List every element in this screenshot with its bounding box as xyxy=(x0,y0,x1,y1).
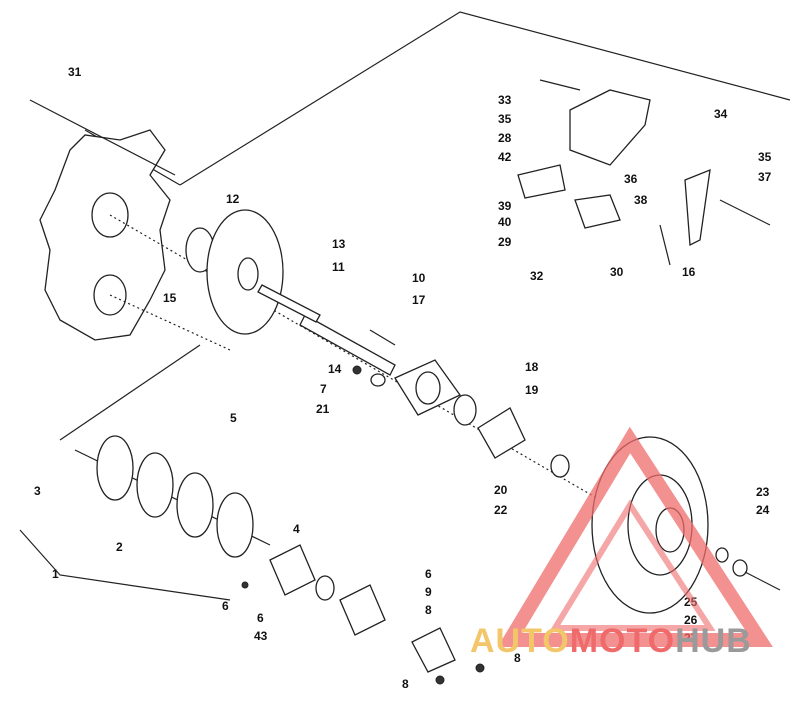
washer-26 xyxy=(715,547,729,563)
label-37-mid: 36 xyxy=(624,172,638,186)
flange-6 xyxy=(339,584,386,636)
label-41: 40 xyxy=(498,215,512,229)
brake-disc-hub xyxy=(237,257,259,291)
bearing-20 xyxy=(453,394,477,426)
label-10: 8 xyxy=(514,651,521,665)
label-27: 25 xyxy=(684,595,698,609)
watermark-text: AUTOMOTOHUB xyxy=(470,622,752,661)
bolt-29 xyxy=(744,571,781,591)
label-18: 16 xyxy=(682,265,696,279)
spring-18 xyxy=(659,224,671,266)
label-34: 32 xyxy=(530,269,544,283)
boundary-line-top xyxy=(179,11,791,186)
label-12: 10 xyxy=(412,271,426,285)
drive-sprocket-3 xyxy=(176,472,214,538)
label-8-lower: 8 xyxy=(402,677,409,691)
upper-axis xyxy=(109,214,601,501)
nut-8-lower xyxy=(435,675,445,685)
label-3: 3 xyxy=(34,484,41,498)
bolt-38 xyxy=(719,199,771,226)
plate-36 xyxy=(684,168,711,247)
lower-axis-left xyxy=(109,294,231,351)
flange-21 xyxy=(477,407,526,459)
label-22: 20 xyxy=(494,483,508,497)
washer-27 xyxy=(732,559,748,577)
caliper-42 xyxy=(517,164,566,199)
label-35-left: 33 xyxy=(498,93,512,107)
bolt-33-shaft xyxy=(29,99,176,176)
label-33: 31 xyxy=(68,65,82,79)
nut-7 xyxy=(241,581,249,589)
label-15: 13 xyxy=(332,237,346,251)
label-25: 23 xyxy=(756,485,770,499)
label-31: 29 xyxy=(498,235,512,249)
washer-24 xyxy=(550,454,570,478)
pin-top xyxy=(539,79,581,91)
label-23: 21 xyxy=(316,402,330,416)
label-6-lower: 6 xyxy=(257,611,264,625)
label-36: 35 xyxy=(758,150,772,164)
label-14: 12 xyxy=(226,192,240,206)
drive-sprocket-1 xyxy=(96,435,134,501)
shaft-12 xyxy=(299,314,396,376)
label-37-top: 35 xyxy=(498,112,512,126)
label-43: 43 xyxy=(254,629,268,643)
label-9: 8 xyxy=(425,603,432,617)
label-1: 1 xyxy=(52,567,59,581)
driven-pulley-hub xyxy=(655,507,685,553)
nut-8-upper xyxy=(352,365,362,375)
flange-9 xyxy=(411,627,456,673)
watermark-auto: AUTO xyxy=(470,622,570,660)
label-35-right: 34 xyxy=(714,107,728,121)
label-24: 22 xyxy=(494,503,508,517)
label-38: 37 xyxy=(758,170,772,184)
caliper-39 xyxy=(574,194,621,229)
label-5: 5 xyxy=(230,411,237,425)
label-40: 39 xyxy=(498,199,512,213)
watermark-moto: MOTO xyxy=(569,622,676,660)
flange-4 xyxy=(269,544,316,596)
label-20: 18 xyxy=(525,360,539,374)
label-17: 15 xyxy=(163,291,177,305)
label-7: 6 xyxy=(222,599,229,613)
bracket-30 xyxy=(569,89,651,166)
label-21: 19 xyxy=(525,383,539,397)
key-19 xyxy=(369,329,396,346)
boundary-line-mid xyxy=(59,344,201,441)
bearing-43 xyxy=(315,575,335,601)
label-6-upper: 6 xyxy=(425,567,432,581)
label-39: 38 xyxy=(634,193,648,207)
nut-10 xyxy=(475,663,485,673)
label-13: 11 xyxy=(332,260,345,274)
label-30: 28 xyxy=(498,131,512,145)
watermark-hub: HUB xyxy=(675,622,752,660)
drive-sprocket-2 xyxy=(136,452,174,518)
label-26: 24 xyxy=(756,503,770,517)
label-19: 17 xyxy=(412,293,426,307)
bearing-housing-bore xyxy=(415,371,441,405)
label-16: 14 xyxy=(328,362,342,376)
drive-sprocket-4 xyxy=(216,492,254,558)
label-8-upper: 7 xyxy=(320,382,327,396)
label-4: 4 xyxy=(293,522,300,536)
shaft-stub xyxy=(257,284,321,323)
label-11: 9 xyxy=(425,585,432,599)
boundary-line-bottom xyxy=(19,529,231,601)
washer-23 xyxy=(370,373,386,387)
label-32: 30 xyxy=(610,265,624,279)
label-2: 2 xyxy=(116,540,123,554)
label-42: 42 xyxy=(498,150,512,164)
